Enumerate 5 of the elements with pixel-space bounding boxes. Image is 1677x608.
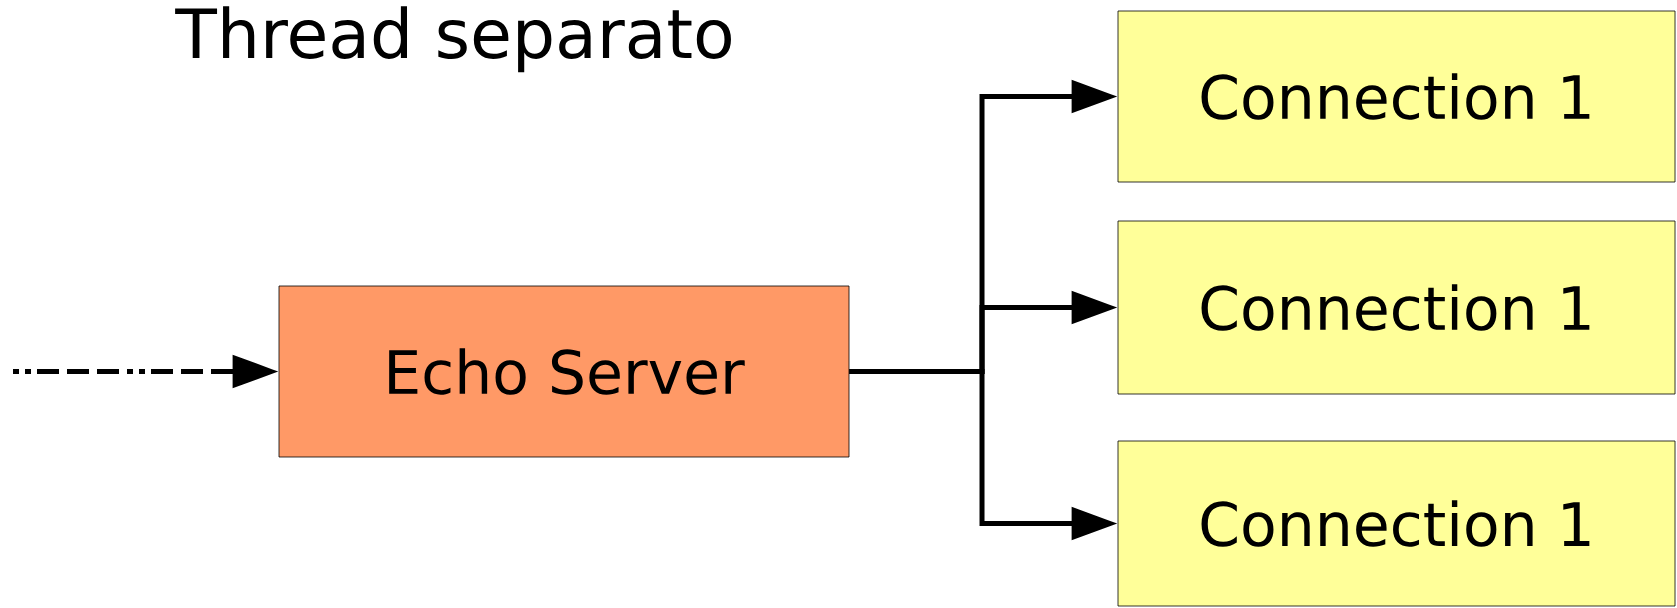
process-box: Echo Server xyxy=(278,285,850,458)
connection-box: Connection 1 xyxy=(1117,440,1676,607)
connection-box: Connection 1 xyxy=(1117,10,1676,183)
title: Thread separato xyxy=(175,6,731,73)
connection-box: Connection 1 xyxy=(1117,220,1676,395)
